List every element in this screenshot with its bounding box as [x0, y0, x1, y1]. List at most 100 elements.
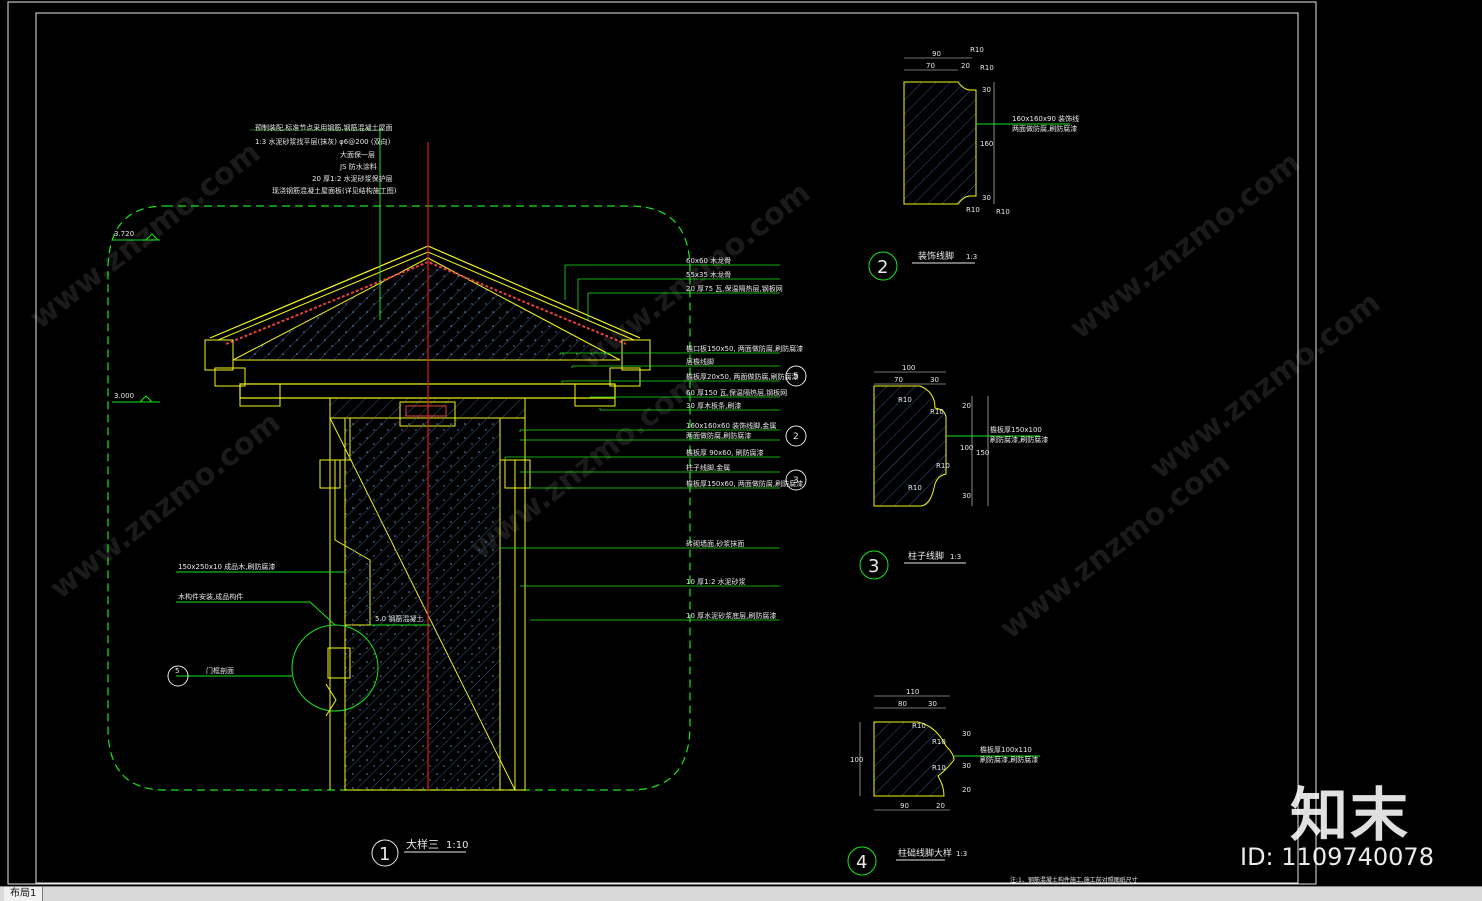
dim: 90 [932, 50, 941, 58]
watermark-text: www.znzmo.com [1143, 285, 1387, 486]
right-note: 30 厚木板条,刷漆 [686, 401, 741, 410]
roof-note: 20 厚1:2 水泥砂浆保护层 [312, 174, 393, 183]
detail-number: 2 [877, 257, 888, 278]
detail-scale: 1:10 [446, 840, 468, 851]
roof-note: 预制装配,标准节点采用钢筋,钢筋混凝土屋面 [255, 123, 392, 132]
note: 檐板厚150x100 [990, 425, 1042, 434]
dim: 70 [926, 62, 935, 70]
watermark-text: www.znzmo.com [993, 445, 1237, 646]
right-note: 160x160x60 装饰线脚,金属 [686, 421, 776, 430]
roof-note: 1:3 水泥砂浆找平层(抹灰) φ6@200 (双向) [255, 137, 391, 146]
watermark-logo: 知末 [1290, 781, 1411, 849]
watermark-id: ID: 1109740078 [1240, 843, 1434, 871]
reference-balloon-number: 5 [793, 372, 799, 382]
right-note: 60x60 木龙骨 [686, 256, 731, 265]
radius: R10 [908, 484, 922, 492]
right-note: 砖砌墙面,砂浆抹面 [686, 539, 744, 548]
layout-tab[interactable]: 布局1 [4, 887, 44, 901]
detail-title: 装饰线脚 [918, 250, 954, 262]
radius: R10 [936, 462, 950, 470]
detail-number: 3 [868, 556, 879, 577]
reference-balloon-number: 2 [793, 432, 799, 442]
inner-frame [35, 12, 1299, 884]
roof-notes: 预制装配,标准节点采用钢筋,钢筋混凝土屋面 1:3 水泥砂浆找平层(抹灰) φ6… [250, 123, 397, 320]
left-note: 150x250x10 成品木,刷防腐漆 [178, 562, 275, 571]
roof-note: JS 防水涂料 [339, 162, 377, 171]
reference-balloon [785, 425, 807, 447]
outer-border [7, 1, 1317, 885]
dim: 70 [894, 376, 903, 384]
dim: 20 [961, 62, 970, 70]
note: 刷防腐漆,刷防腐漆 [980, 755, 1038, 764]
dim: 30 [962, 762, 971, 770]
dim: 150 [976, 449, 989, 457]
dim: 80 [898, 700, 907, 708]
door-balloon: 5 [175, 667, 179, 675]
right-note: 10 厚水泥砂浆底层,刷防腐漆 [686, 611, 776, 620]
dim: 100 [960, 444, 973, 452]
radius: R10 [996, 208, 1010, 216]
dim: 20 [936, 802, 945, 810]
right-note: 层檐线脚 [686, 357, 714, 366]
dim: 20 [962, 786, 971, 794]
dim: 160 [980, 140, 993, 148]
dim: 20 [962, 402, 971, 410]
radius: R10 [930, 408, 944, 416]
note: 檐板厚100x110 [980, 745, 1032, 754]
watermark-text: www.znzmo.com [23, 135, 267, 336]
right-note: 柱子线脚,金属 [686, 463, 730, 472]
roof-note: 现浇钢筋混凝土屋面板(详见结构施工图) [272, 186, 397, 195]
dim: 30 [962, 730, 971, 738]
left-note: 木构件安装,成品构件 [178, 592, 243, 601]
right-note: 檐板厚20x50, 两面做防腐,刷防腐漆 [686, 372, 799, 381]
layout-tab-bar: 布局1 [0, 886, 1482, 901]
note: 两面做防腐,刷防腐漆 [1012, 124, 1077, 133]
radius: R10 [980, 64, 994, 72]
radius: R10 [966, 206, 980, 214]
detail-title: 柱子线脚 [908, 550, 944, 562]
note: 刷防腐漆,刷防腐漆 [990, 435, 1048, 444]
detail-title: 大样三 [406, 837, 439, 851]
dim: 100 [850, 756, 863, 764]
dim: 30 [930, 376, 939, 384]
right-note: 檐板厚 90x60, 刷防腐漆 [686, 448, 764, 457]
radius: R10 [898, 396, 912, 404]
reference-balloon [785, 365, 807, 387]
detail-scale: 1:3 [966, 253, 977, 261]
main-detail-title: 1 大样三 1:10 [371, 837, 468, 867]
watermark-text: www.znzmo.com [43, 405, 287, 606]
dim: 30 [928, 700, 937, 708]
elevation-markers: 3.720 3.000 [112, 230, 160, 403]
detail-number: 4 [856, 852, 867, 873]
door-label: 门框剖面 [206, 666, 234, 675]
radius: R10 [932, 764, 946, 772]
detail-title: 柱础线脚大样 [898, 847, 952, 859]
detail-4-moulding: 110 80 30 100 30 30 20 90 20 R10 R10 R10… [847, 688, 1138, 884]
detail-3-moulding: 100 70 30 20 100 30 150 R10 R10 R10 R10 … [859, 364, 1048, 580]
left-notes: 150x250x10 成品木,刷防腐漆 木构件安装,成品构件 5.0 钢筋混凝土… [167, 562, 430, 687]
radius: R10 [970, 46, 984, 54]
right-note: 两面做防腐,刷防腐漆 [686, 431, 751, 440]
elevation-top: 3.720 [114, 230, 134, 238]
detail-boundary-dashed [107, 205, 691, 791]
dim: 90 [900, 802, 909, 810]
detail-number: 1 [379, 844, 390, 865]
right-note: 10 厚1:2 水泥砂浆 [686, 577, 746, 586]
roof-note: 大面保一层 [340, 150, 375, 159]
reference-balloon-number: 3 [793, 476, 799, 486]
right-note: 55x35 木龙骨 [686, 270, 731, 279]
dim: 30 [962, 492, 971, 500]
reference-balloon [785, 469, 807, 491]
detail-scale: 1:3 [956, 850, 967, 858]
right-note: 60 厚150 瓦,保温隔热层,钢板网 [686, 388, 787, 397]
note: 160x160x90 装饰线 [1012, 114, 1079, 123]
elevation-bottom: 3.000 [114, 392, 134, 400]
dim: 30 [982, 86, 991, 94]
main-section-detail [204, 142, 651, 791]
detail-scale: 1:3 [950, 553, 961, 561]
right-note: 檐板厚150x60, 两面做防腐,刷防腐漆 [686, 479, 803, 488]
radius: R10 [932, 738, 946, 746]
dim: 30 [982, 194, 991, 202]
